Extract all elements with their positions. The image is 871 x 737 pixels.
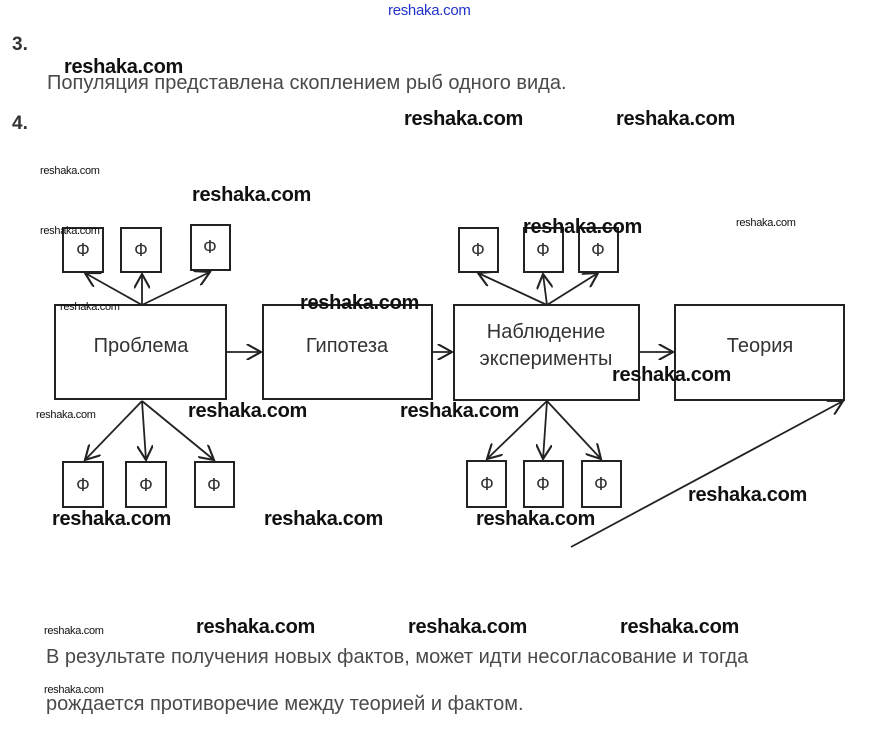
- watermark-small: reshaka.com: [40, 225, 100, 237]
- task-4-number: 4.: [12, 113, 28, 134]
- box-theory-label: Теория: [727, 335, 793, 357]
- watermark: reshaka.com: [620, 616, 739, 638]
- task-4-answer-line-2: рождается противоречие между теорией и ф…: [46, 693, 524, 715]
- arrow: [546, 273, 598, 306]
- box-theory: [674, 304, 845, 401]
- watermark: reshaka.com: [616, 108, 735, 130]
- watermark-small: reshaka.com: [36, 409, 96, 421]
- fact-box: [581, 460, 622, 508]
- watermark: reshaka.com: [612, 364, 731, 386]
- arrow: [543, 400, 547, 459]
- fact-label: Ф: [471, 240, 485, 260]
- watermark: reshaka.com: [192, 184, 311, 206]
- watermark: reshaka.com: [52, 508, 171, 530]
- box-observation-label: Наблюдение: [487, 321, 606, 343]
- task-3-number: 3.: [12, 34, 28, 55]
- arrow: [543, 274, 547, 306]
- arrow: [85, 273, 143, 306]
- fact-box: [62, 461, 104, 508]
- fact-label: Ф: [536, 240, 550, 260]
- fact-box: [62, 227, 104, 273]
- watermark: reshaka.com: [188, 400, 307, 422]
- fact-box: [466, 460, 507, 508]
- task-3-answer: Популяция представлена скоплением рыб од…: [47, 72, 567, 94]
- watermark: reshaka.com: [523, 216, 642, 238]
- fact-label: Ф: [536, 474, 550, 494]
- task-4-answer-line-1: В результате получения новых фактов, мож…: [46, 646, 749, 668]
- arrow: [141, 272, 210, 306]
- arrow: [546, 400, 601, 459]
- watermark: reshaka.com: [64, 56, 183, 78]
- fact-label: Ф: [594, 474, 608, 494]
- arrow: [85, 400, 143, 460]
- watermark-small: reshaka.com: [60, 301, 120, 313]
- fact-label: Ф: [591, 240, 605, 260]
- fact-label: Ф: [76, 475, 90, 495]
- watermark: reshaka.com: [196, 616, 315, 638]
- box-experiments-label: эксперименты: [480, 348, 613, 370]
- watermark-small: reshaka.com: [44, 684, 104, 696]
- header-watermark[interactable]: reshaka.com: [388, 2, 471, 19]
- fact-label: Ф: [76, 240, 90, 260]
- fact-box: [194, 461, 235, 508]
- watermark: reshaka.com: [476, 508, 595, 530]
- fact-label: Ф: [203, 237, 217, 257]
- watermark: reshaka.com: [300, 292, 419, 314]
- arrow: [142, 400, 146, 460]
- arrow-to-theory: [570, 401, 843, 548]
- fact-label: Ф: [139, 475, 153, 495]
- fact-box: [120, 227, 162, 273]
- box-hypothesis-label: Гипотеза: [306, 335, 389, 357]
- fact-label: Ф: [480, 474, 494, 494]
- watermark-small: reshaka.com: [40, 165, 100, 177]
- arrow: [478, 273, 548, 306]
- box-problem-label: Проблема: [94, 335, 190, 357]
- watermark: reshaka.com: [688, 484, 807, 506]
- fact-box: [190, 224, 231, 271]
- arrow: [487, 400, 548, 459]
- watermark-small: reshaka.com: [736, 217, 796, 229]
- watermark: reshaka.com: [408, 616, 527, 638]
- fact-label: Ф: [134, 240, 148, 260]
- arrow: [141, 400, 214, 460]
- watermark: reshaka.com: [404, 108, 523, 130]
- fact-label: Ф: [207, 475, 221, 495]
- watermark: reshaka.com: [264, 508, 383, 530]
- watermark-small: reshaka.com: [44, 625, 104, 637]
- watermark: reshaka.com: [400, 400, 519, 422]
